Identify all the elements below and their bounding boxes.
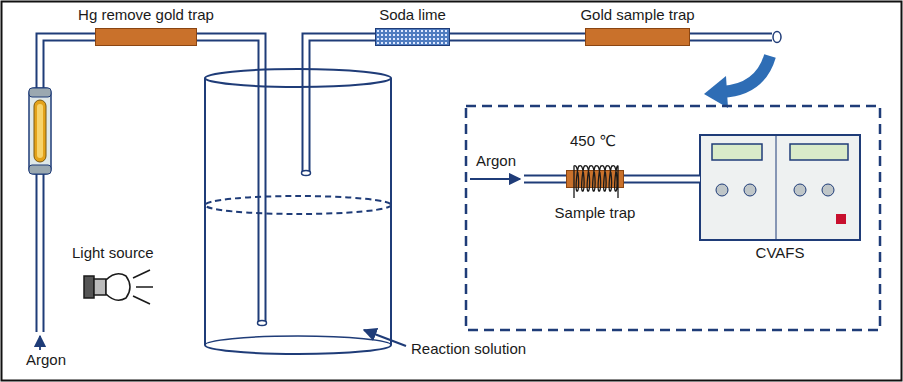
flowmeter	[29, 88, 51, 174]
node-label: Hg remove gold trap	[78, 6, 214, 24]
tube-opening	[773, 32, 781, 43]
leader-arrow	[364, 330, 406, 346]
tube-connector	[624, 179, 700, 180]
gold-trap: Sample trap	[566, 170, 624, 188]
inset-panel	[466, 106, 880, 330]
flow-arrow	[39, 336, 41, 350]
tube	[40, 37, 772, 332]
flow-arrow	[470, 178, 520, 180]
cvafs-instrument	[700, 135, 860, 240]
gold-trap: Gold sample trap	[585, 28, 690, 46]
tube-wall	[624, 175, 700, 184]
gas-label: Argon	[26, 351, 66, 369]
reaction-vessel	[205, 69, 391, 354]
tube-bore	[624, 177, 700, 182]
tube-bore	[450, 35, 585, 40]
gold-trap: Hg remove gold trap	[95, 28, 197, 46]
detector-box: CVAFS	[700, 135, 860, 240]
tube-wall	[450, 33, 585, 42]
arrow-line	[624, 179, 700, 180]
tube	[524, 179, 566, 180]
transfer-arrow	[704, 56, 770, 108]
node-label: CVAFS	[756, 244, 805, 262]
part-label: Reaction solution	[411, 340, 526, 358]
tube-opening	[258, 321, 267, 326]
tube-opening	[302, 171, 311, 176]
soda-lime-trap: Soda lime	[375, 28, 450, 46]
node-label: Gold sample trap	[580, 6, 694, 24]
temperature-label: 450 ℃	[570, 132, 616, 150]
part-label: Light source	[72, 244, 154, 262]
gas-label: Argon	[476, 152, 516, 170]
node-label: Sample trap	[555, 204, 636, 222]
tube-connector	[450, 37, 585, 38]
arrow-line	[450, 37, 585, 38]
light-bulb	[84, 270, 153, 304]
node-label: Soda lime	[379, 6, 446, 24]
